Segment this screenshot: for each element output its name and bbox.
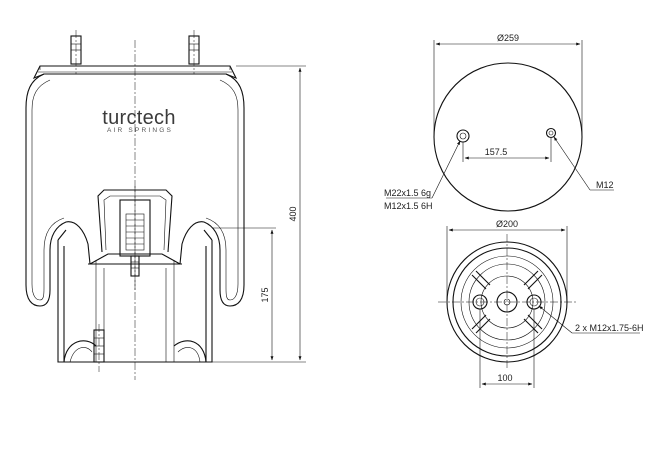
stud-spacing-label: 157.5 bbox=[485, 147, 508, 157]
bottom-view: Ø200 2 x M12x1.75-6H 100 bbox=[438, 219, 644, 388]
top-view-outline bbox=[433, 62, 583, 212]
top-view-stud-left bbox=[456, 129, 470, 143]
overall-height-label: 400 bbox=[288, 206, 298, 221]
bottom-hole-callout: 2 x M12x1.75-6H bbox=[575, 323, 644, 333]
left-thread-callout-2: M12x1.5 6H bbox=[384, 201, 433, 211]
top-view-stud-right bbox=[545, 127, 557, 139]
top-view: Ø259 157.5 M22x1.5 6g M12x1.5 6H M12 bbox=[384, 33, 614, 212]
brand-tagline: AIR SPRINGS bbox=[107, 127, 173, 134]
piston-height-label: 175 bbox=[260, 287, 270, 302]
dimension-piston-height: 175 bbox=[212, 227, 276, 361]
brand-name: turctech bbox=[102, 107, 176, 129]
top-stud-right bbox=[188, 30, 200, 74]
dimension-overall-height: 400 bbox=[212, 65, 306, 363]
right-thread-callout: M12 bbox=[596, 180, 614, 190]
bottom-diameter-label: Ø200 bbox=[496, 219, 518, 229]
top-diameter-label: Ø259 bbox=[497, 33, 519, 43]
hole-spacing-label: 100 bbox=[497, 373, 512, 383]
side-section-view: turctech AIR SPRINGS 400 175 bbox=[25, 30, 306, 380]
top-stud-left bbox=[70, 30, 82, 74]
left-thread-callout-1: M22x1.5 6g bbox=[384, 188, 431, 198]
bellow-outline bbox=[25, 73, 91, 307]
bottom-threaded-hole bbox=[93, 324, 105, 372]
